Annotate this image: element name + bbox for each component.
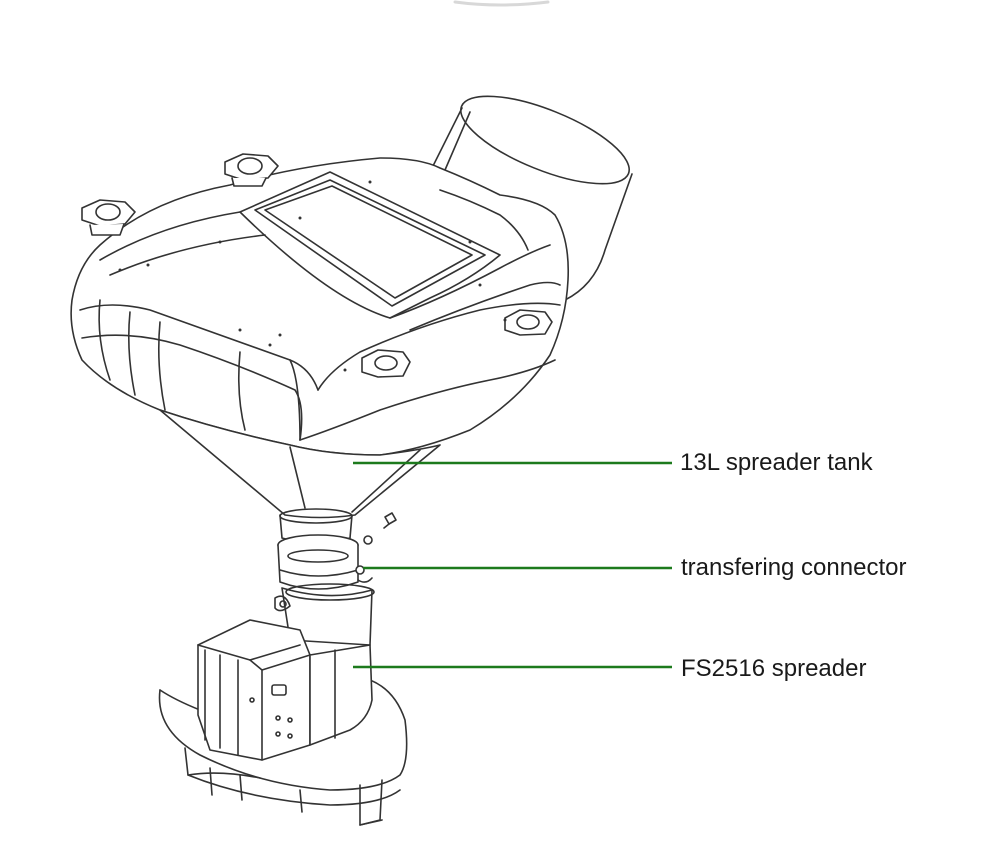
transfering-connector <box>277 534 373 590</box>
label-spreader-tank: 13L spreader tank <box>680 449 873 476</box>
screw-holes <box>118 180 507 372</box>
mount-clamp-1 <box>81 199 136 236</box>
tank-funnel <box>159 409 441 519</box>
top-edge-mark <box>453 0 550 7</box>
spreader-tank <box>70 95 633 544</box>
mount-clamp-4 <box>361 349 411 378</box>
label-fs2516-spreader: FS2516 spreader <box>681 655 867 682</box>
fastener-screw <box>383 512 397 529</box>
tank-outer-rim <box>70 157 570 456</box>
mount-clamp-3 <box>504 309 553 336</box>
motor-housing <box>197 619 311 761</box>
mount-clamp-2 <box>224 153 279 187</box>
fs2516-spreader <box>158 583 408 826</box>
label-transfering-connector: transfering connector <box>681 554 907 581</box>
